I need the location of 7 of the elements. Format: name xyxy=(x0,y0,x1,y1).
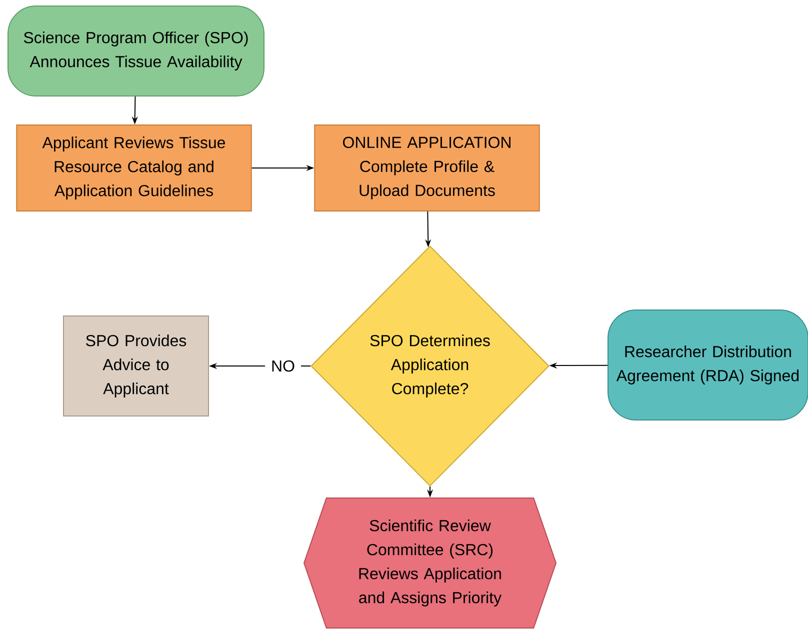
start-terminal: Science Program Officer (SPO) Announces Tissue Availability xyxy=(8,6,264,96)
process-hexagon: Scientific Review Committee (SRC) Reviews Application and Assigns Priority xyxy=(303,498,557,628)
process-box: SPO Provides Advice to Applicant xyxy=(63,316,209,416)
input-terminal: Researcher Distribution Agreement (RDA) Signed xyxy=(608,310,808,420)
process-box: Applicant Reviews Tissue Resource Catalog and Application Guidelines xyxy=(16,124,252,212)
edge-label: NO xyxy=(265,354,301,378)
process-box: ONLINE APPLICATION Complete Profile & Upload Documents xyxy=(314,124,540,212)
